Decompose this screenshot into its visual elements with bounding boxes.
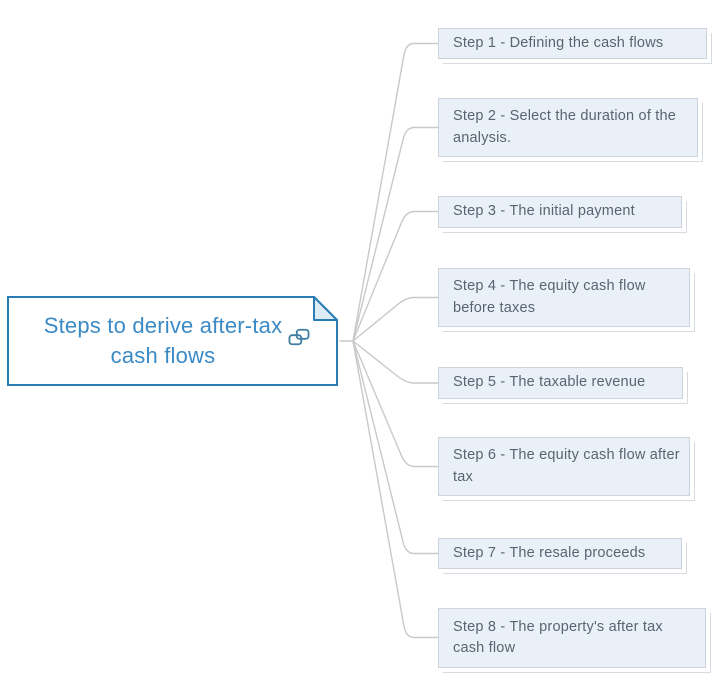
branch-curves: [339, 42, 439, 639]
central-topic-node[interactable]: Steps to derive after-tax cash flows: [7, 296, 338, 386]
step-node-8[interactable]: Step 8 - The property's after tax cash f…: [438, 608, 706, 668]
step-label: Step 5 - The taxable revenue: [453, 374, 646, 391]
step-label: Step 1 - Defining the cash flows: [453, 34, 664, 51]
step-node-2[interactable]: Step 2 - Select the duration of the anal…: [438, 98, 698, 157]
central-node-shape: [7, 296, 338, 386]
folded-corner: [313, 296, 338, 321]
step-node-1[interactable]: Step 1 - Defining the cash flows: [438, 28, 707, 59]
step-node-5[interactable]: Step 5 - The taxable revenue: [438, 367, 683, 399]
link-icon[interactable]: [288, 327, 310, 347]
step-label: Step 4 - The equity cash flow before tax…: [453, 278, 646, 316]
step-label: Step 7 - The resale proceeds: [453, 544, 646, 561]
step-node-7[interactable]: Step 7 - The resale proceeds: [438, 538, 682, 569]
central-topic-label: Steps to derive after-tax cash flows: [43, 313, 283, 368]
step-node-3[interactable]: Step 3 - The initial payment: [438, 196, 682, 228]
step-node-4[interactable]: Step 4 - The equity cash flow before tax…: [438, 268, 690, 327]
step-node-6[interactable]: Step 6 - The equity cash flow after tax: [438, 437, 690, 496]
step-label: Step 3 - The initial payment: [453, 203, 635, 220]
step-label: Step 8 - The property's after tax cash f…: [453, 618, 663, 657]
step-label: Step 2 - Select the duration of the anal…: [453, 108, 677, 146]
step-label: Step 6 - The equity cash flow after tax: [453, 447, 680, 485]
